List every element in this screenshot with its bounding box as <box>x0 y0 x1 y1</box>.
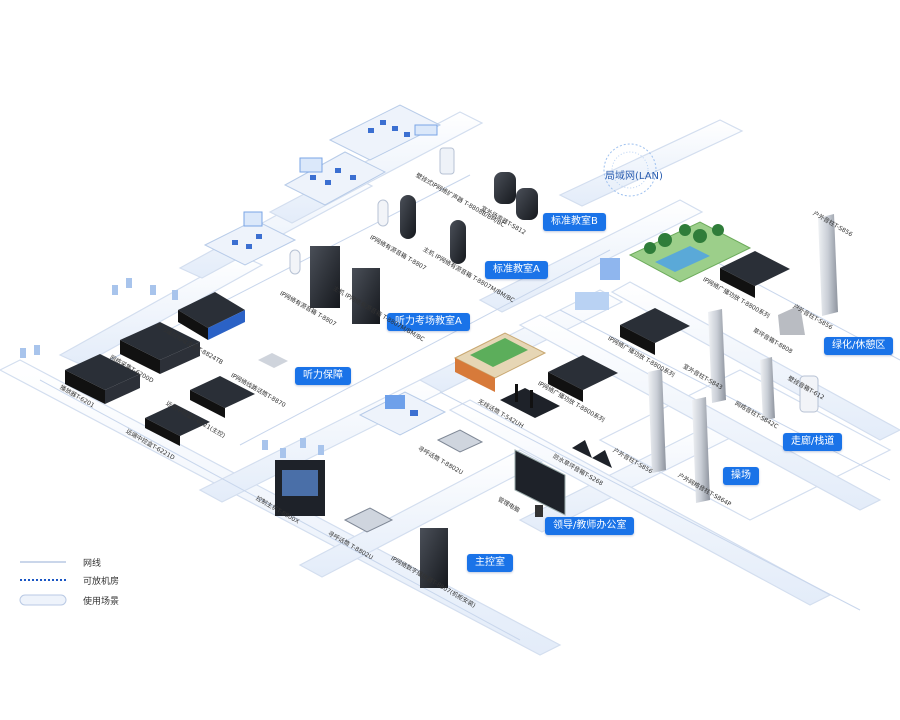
control-room-scene <box>262 438 324 458</box>
zone-tag-std-b[interactable]: 标准教室B <box>543 213 606 231</box>
column-speaker-icon <box>648 214 838 503</box>
zone-tag-corridor[interactable]: 走廊/栈道 <box>783 433 843 451</box>
lawn-speaker-icon <box>572 305 819 468</box>
paging-console-icon <box>343 429 484 533</box>
lan-label: 局域网(LAN) <box>605 171 663 182</box>
legend-cable-label: 网线 <box>83 559 102 569</box>
legend-server-room-label: 可放机房 <box>83 577 120 587</box>
zone-tag-office[interactable]: 领导/教师办公室 <box>545 517 635 535</box>
zone-tag-control[interactable]: 主控室 <box>467 554 513 572</box>
exam-room-scene <box>203 211 297 266</box>
equipment <box>65 147 838 588</box>
pager-icon <box>289 147 455 275</box>
playground-scene <box>453 332 547 392</box>
zone-tag-hearing[interactable]: 听力保障 <box>295 367 351 385</box>
microphone-icon <box>500 384 560 418</box>
tablet-icon <box>575 258 620 310</box>
office-scene <box>358 391 447 436</box>
hearing-scene <box>20 278 178 358</box>
cabinet-icon <box>420 528 448 588</box>
classroom-scene-b <box>328 104 442 161</box>
rack-unit-icon <box>65 292 288 446</box>
active-speaker-icon <box>310 246 380 324</box>
zone-tag-std-a[interactable]: 标准教室A <box>485 261 548 279</box>
zone-tag-playground[interactable]: 操场 <box>723 467 759 485</box>
legend-swatches <box>19 561 67 606</box>
control-host-icon <box>275 460 325 516</box>
lan-cloud-icon <box>603 143 657 197</box>
pc-monitor-icon <box>514 449 566 517</box>
amplifier-icon <box>548 251 790 402</box>
outdoor-speaker-icon <box>494 172 538 220</box>
wall-speaker-icon <box>400 195 466 264</box>
classroom-scene-a <box>283 151 387 206</box>
green-area-scene <box>628 221 752 283</box>
zone-tag-green[interactable]: 绿化/休憩区 <box>824 337 894 355</box>
zone-tag-exam[interactable]: 听力考场教室A <box>387 313 470 331</box>
legend-scenario-label: 使用场景 <box>83 597 120 607</box>
